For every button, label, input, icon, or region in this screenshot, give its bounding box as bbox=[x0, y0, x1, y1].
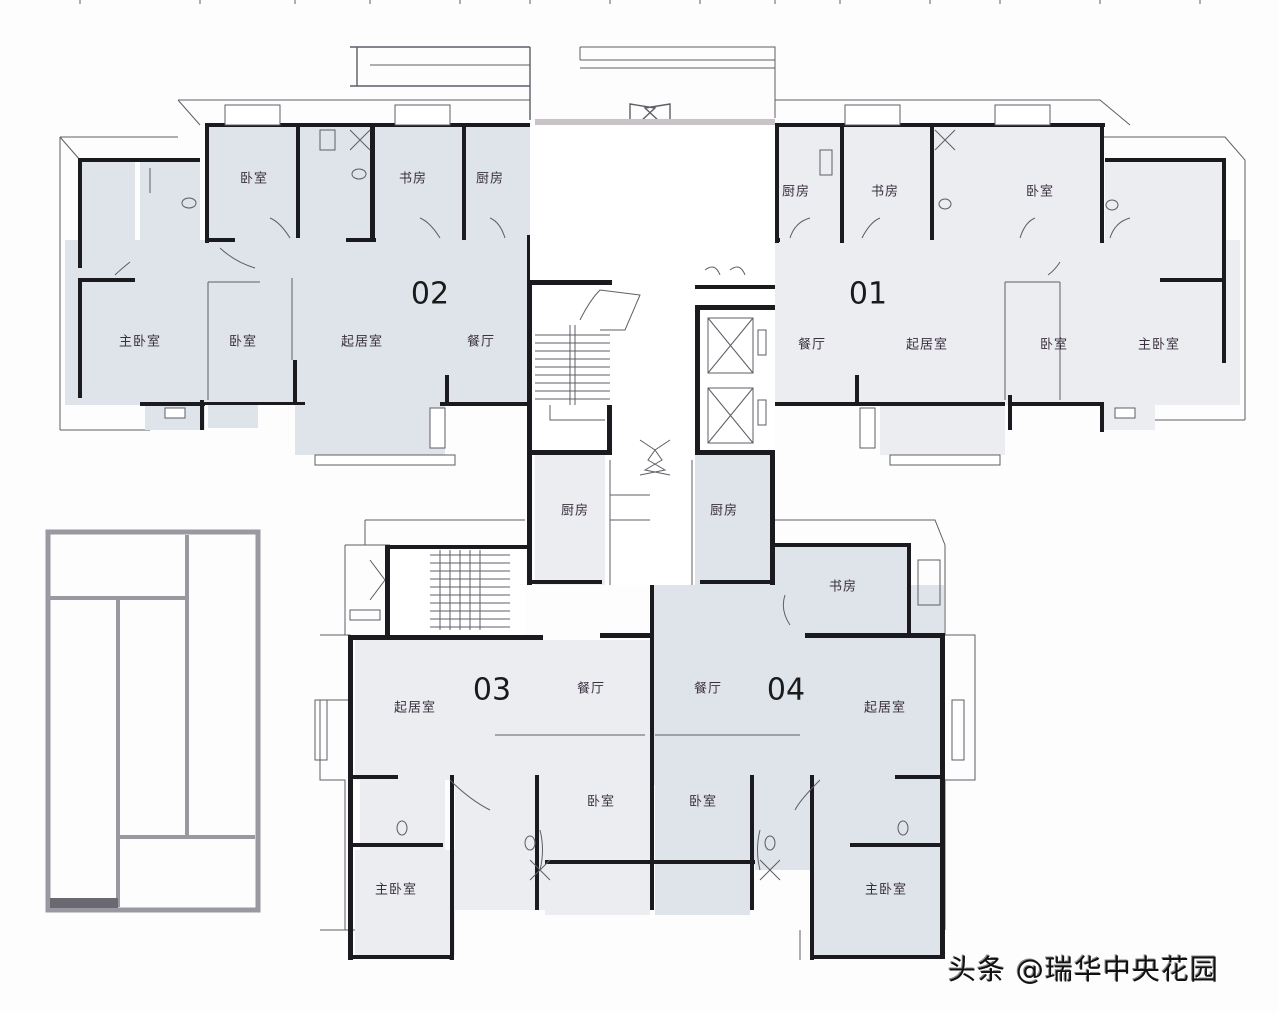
room-label: 主卧室 bbox=[1137, 337, 1181, 353]
room-label: 餐厅 bbox=[576, 681, 606, 697]
room-label: 主卧室 bbox=[374, 882, 418, 898]
central-core bbox=[527, 125, 775, 585]
room-label: 起居室 bbox=[340, 334, 384, 350]
room-label: 主卧室 bbox=[864, 882, 908, 898]
room-label: 厨房 bbox=[709, 503, 739, 519]
room-label: 主卧室 bbox=[118, 334, 162, 350]
room-label: 书房 bbox=[398, 171, 428, 187]
unit-number-04: 04 bbox=[766, 672, 806, 708]
room-label: 卧室 bbox=[688, 794, 718, 810]
unit-number-02: 02 bbox=[410, 276, 450, 312]
room-label: 起居室 bbox=[905, 337, 949, 353]
room-label: 厨房 bbox=[560, 503, 590, 519]
room-label: 厨房 bbox=[781, 184, 811, 200]
top-ticks bbox=[79, 0, 1201, 4]
room-label: 卧室 bbox=[239, 171, 269, 187]
watermark-text: 头条 @瑞华中央花园 bbox=[948, 953, 1219, 986]
room-label: 卧室 bbox=[1039, 337, 1069, 353]
room-label: 卧室 bbox=[586, 794, 616, 810]
unit-01 bbox=[695, 99, 1246, 466]
room-label: 起居室 bbox=[393, 700, 437, 716]
room-label: 餐厅 bbox=[693, 681, 723, 697]
unit-02 bbox=[59, 99, 531, 466]
room-label: 书房 bbox=[828, 579, 858, 595]
room-label: 厨房 bbox=[475, 171, 505, 187]
room-label: 餐厅 bbox=[466, 334, 496, 350]
room-label: 卧室 bbox=[228, 334, 258, 350]
unit-number-03: 03 bbox=[472, 672, 512, 708]
key-plan-diagram bbox=[45, 529, 261, 913]
room-label: 卧室 bbox=[1025, 184, 1055, 200]
room-label: 起居室 bbox=[863, 700, 907, 716]
room-label: 书房 bbox=[870, 184, 900, 200]
unit-03 bbox=[314, 455, 655, 960]
unit-04 bbox=[650, 455, 976, 960]
room-label: 餐厅 bbox=[797, 337, 827, 353]
unit-number-01: 01 bbox=[848, 276, 888, 312]
